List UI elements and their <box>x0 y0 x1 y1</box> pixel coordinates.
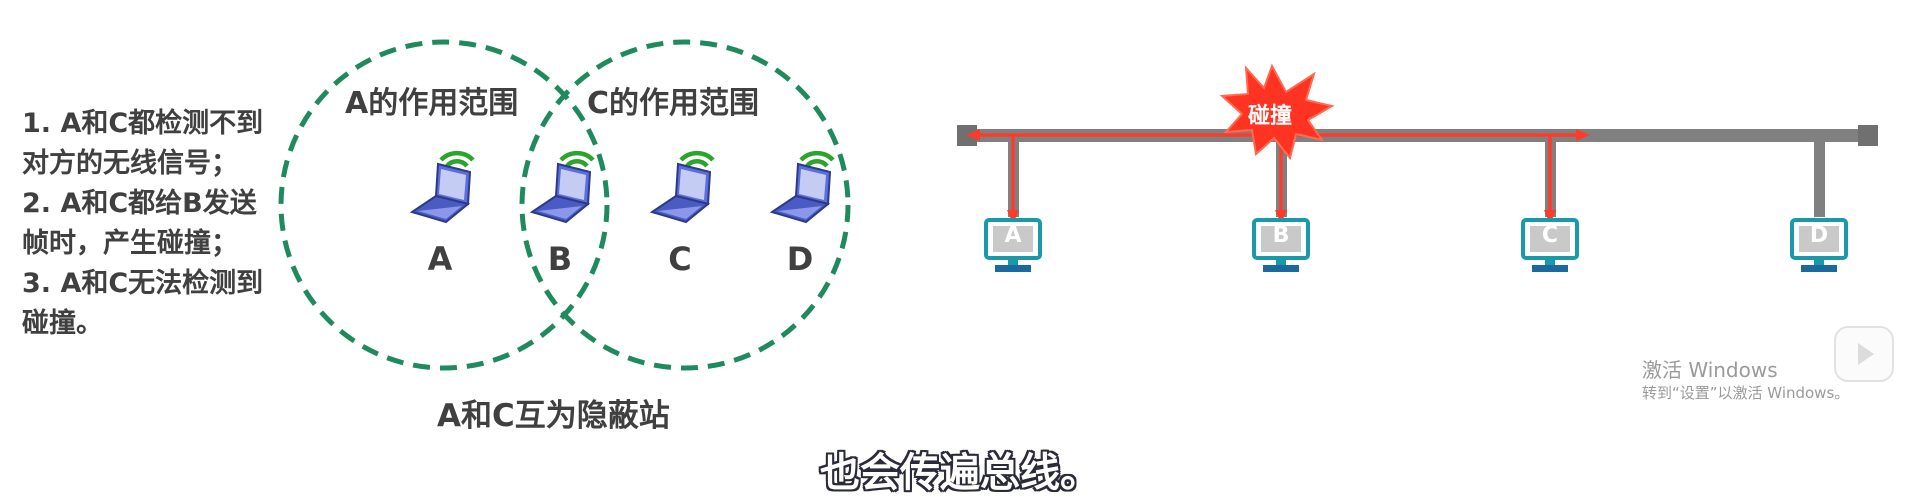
collision-label: 碰撞 <box>1248 104 1293 129</box>
node-label-b: B <box>547 240 573 278</box>
video-subtitle: 也会传遍总线。 <box>820 450 1100 496</box>
range-circle-c <box>519 39 851 371</box>
play-icon[interactable] <box>1834 326 1894 382</box>
note-line: 1. A和C都检测不到 <box>22 108 264 139</box>
node-c-laptop-icon <box>651 163 711 223</box>
node-d-laptop-icon <box>771 163 831 223</box>
note-line: 帧时，产生碰撞； <box>22 228 238 259</box>
station-label-a: A <box>1004 223 1022 248</box>
range-c-title: C的作用范围 <box>587 86 760 121</box>
station-label-c: C <box>1541 223 1559 248</box>
note-line: 碰撞。 <box>22 308 103 339</box>
note-line: 3. A和C无法检测到 <box>22 268 264 299</box>
hidden-station-caption: A和C互为隐蔽站 <box>437 398 670 434</box>
node-label-a: A <box>427 240 453 278</box>
activation-watermark-subtitle: 转到“设置”以激活 Windows。 <box>1642 384 1850 402</box>
station-label-d: D <box>1809 223 1829 248</box>
bus-terminator-right <box>1858 125 1878 146</box>
node-a-laptop-icon <box>411 163 471 223</box>
collision-burst-icon <box>1219 63 1335 161</box>
node-label-c: C <box>668 240 692 278</box>
range-a-title: A的作用范围 <box>345 86 519 121</box>
station-label-b: B <box>1272 223 1290 248</box>
range-circle-a <box>278 39 610 371</box>
bus-terminator-left <box>957 125 977 146</box>
notes-list: 1. A和C都检测不到 对方的无线信号； 2. A和C都给B发送 帧时，产生碰撞… <box>22 104 282 344</box>
node-label-d: D <box>786 240 814 278</box>
drop-line-d <box>1814 135 1825 217</box>
note-line: 2. A和C都给B发送 <box>22 188 257 219</box>
diagram-canvas <box>278 39 1878 371</box>
note-line: 对方的无线信号； <box>22 148 238 179</box>
node-b-laptop-icon <box>531 163 591 223</box>
activation-watermark-title: 激活 Windows <box>1642 358 1778 382</box>
